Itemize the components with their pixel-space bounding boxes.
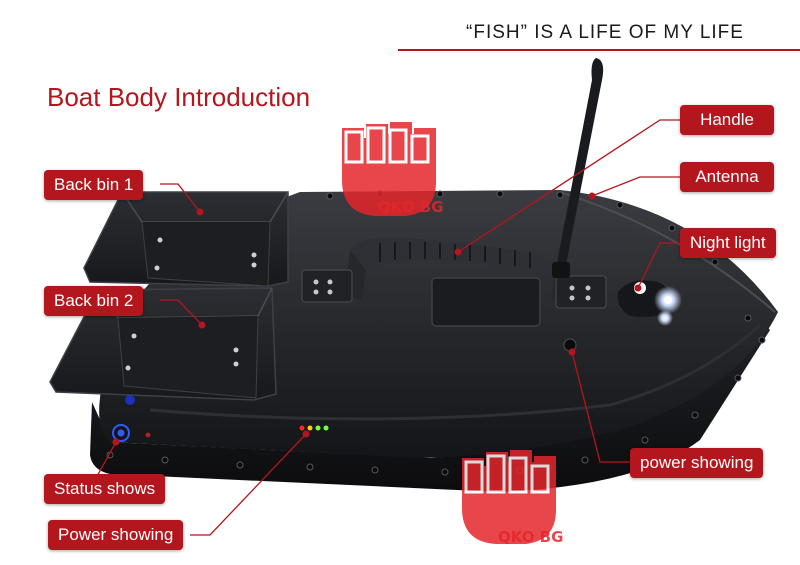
power-leds xyxy=(299,425,329,431)
antenna xyxy=(552,58,604,278)
handle-mount-left xyxy=(301,269,353,303)
callout-antenna: Antenna xyxy=(680,162,774,192)
handle-mount-right xyxy=(555,275,607,309)
callout-handle: Handle xyxy=(680,105,774,135)
tagline-divider xyxy=(398,49,800,51)
back-bin-1 xyxy=(83,191,289,287)
raised-fist-icon xyxy=(342,122,436,216)
deck-hatch xyxy=(431,277,541,327)
callout-night-light: Night light xyxy=(680,228,776,258)
tagline: “FISH” IS A LIFE OF MY LIFE xyxy=(466,22,744,43)
callout-power-showing-right: power showing xyxy=(630,448,764,478)
boat-hull-side xyxy=(90,318,770,492)
callout-back-bin-2: Back bin 2 xyxy=(44,286,144,316)
page-title: Boat Body Introduction xyxy=(47,82,311,112)
callout-back-bin-1: Back bin 1 xyxy=(44,170,144,200)
callout-power-showing-bottom: Power showing xyxy=(48,520,184,550)
callout-status-shows: Status shows xyxy=(44,474,166,504)
watermark-text: QKO BG xyxy=(378,198,444,216)
night-light xyxy=(617,280,682,326)
watermark-text: QKO BG xyxy=(498,528,564,546)
raised-fist-icon xyxy=(462,450,556,544)
